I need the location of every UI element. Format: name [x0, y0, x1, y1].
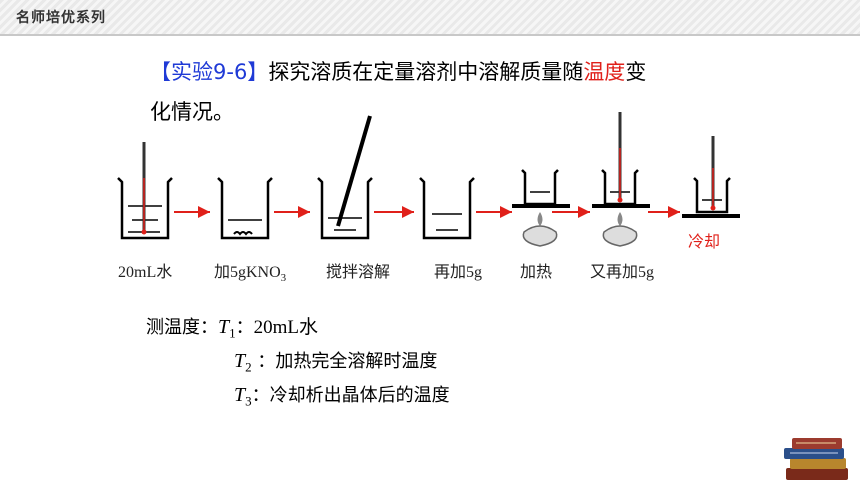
alcohol-lamp-icon — [522, 212, 558, 247]
beaker-heat — [512, 169, 570, 208]
step-label-add5g: 再加5g — [434, 264, 483, 281]
step-label-water: 20mL水 — [118, 264, 173, 281]
experiment-label: 【实验9-6】 — [150, 60, 269, 84]
measure-t3: T3：冷却析出晶体后的温度 — [234, 384, 450, 409]
alcohol-lamp-icon — [602, 212, 638, 247]
stirring-rod — [336, 115, 372, 227]
experiment-text-end: 变 — [625, 60, 647, 84]
measure-title: 测温度： — [146, 317, 218, 338]
experiment-title-line2: 化情况。 — [150, 100, 234, 124]
header-bar: 名师培优系列 — [0, 0, 860, 34]
measure-t2: T2 ：加热完全溶解时温度 — [234, 350, 438, 375]
books-icon — [784, 438, 848, 480]
thermometer-icon — [141, 142, 147, 235]
experiment-text: 探究溶质在定量溶剂中溶解质量随 — [268, 60, 584, 84]
beaker-stir — [317, 177, 373, 240]
step-label-heat: 加热 — [520, 264, 553, 281]
thermometer-icon — [710, 136, 716, 211]
thermometer-icon — [617, 112, 623, 203]
beaker-kno3 — [217, 177, 273, 240]
step-label-stir: 搅拌溶解 — [326, 264, 391, 281]
step-label-kno3: 加5gKNO3 — [214, 264, 287, 285]
step-label-add5g-again: 又再加5g — [590, 264, 655, 281]
cool-label: 冷却 — [688, 234, 721, 251]
experiment-title: 【实验9-6】探究溶质在定量溶剂中溶解质量随温度变 — [150, 58, 646, 86]
measure-t1: 测温度：T1：20mL水 — [146, 316, 319, 341]
beaker-add5g — [419, 177, 475, 240]
beaker-cool — [682, 177, 740, 218]
header-divider — [0, 34, 860, 36]
header-title: 名师培优系列 — [16, 10, 106, 26]
experiment-figure — [117, 112, 740, 247]
experiment-highlight: 温度 — [583, 60, 626, 84]
